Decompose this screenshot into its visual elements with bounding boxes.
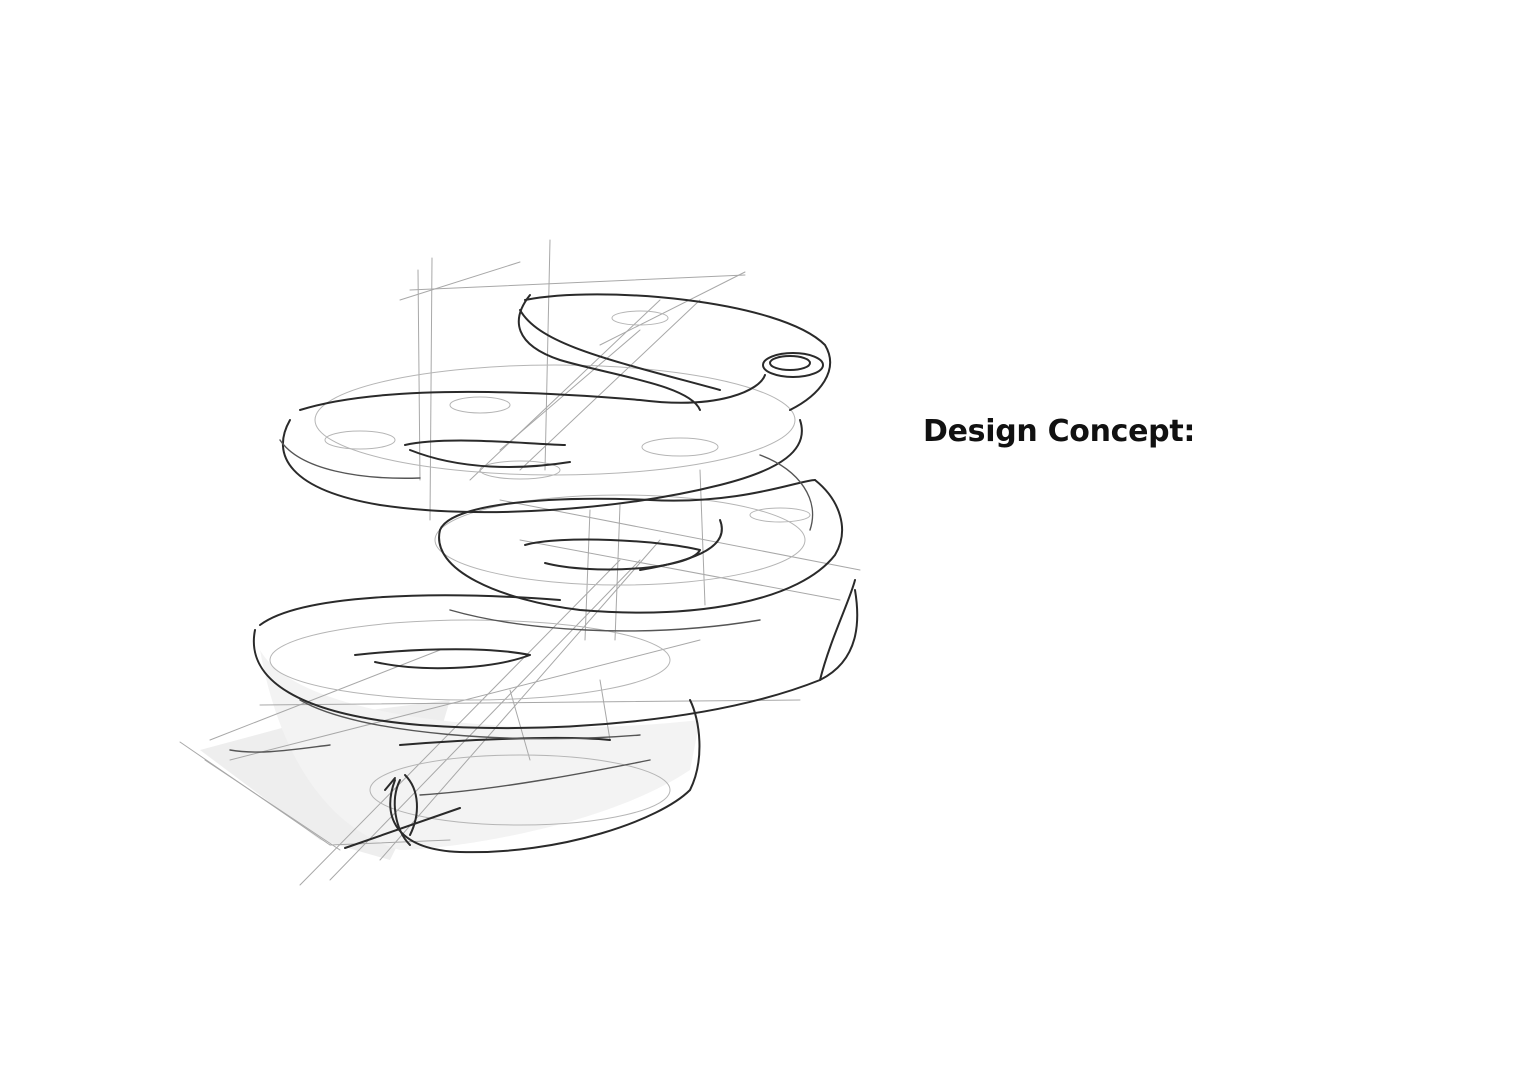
spiral-ramp-sketch-icon [179, 239, 861, 886]
design-concept-title: Design Concept: [923, 414, 1196, 449]
spiral-ramp-sketch [150, 225, 890, 925]
